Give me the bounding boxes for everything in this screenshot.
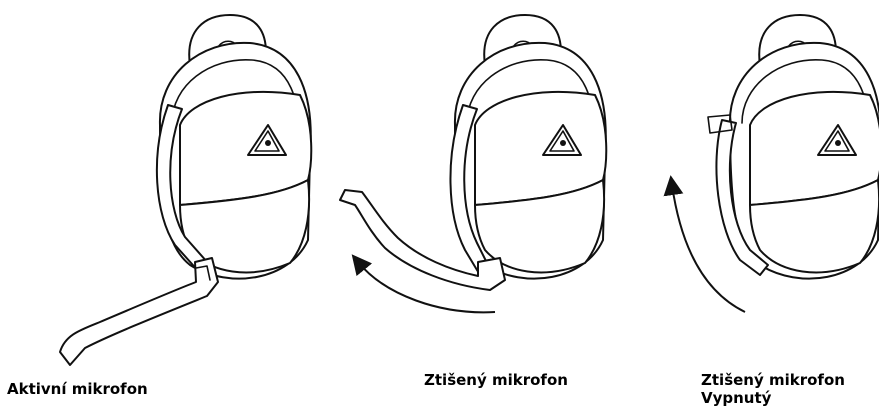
mic-boom-active: [60, 258, 218, 365]
caption-mic-off-line2: Vypnutý: [701, 389, 845, 407]
caption-mic-off: Ztišený mikrofon Vypnutý: [701, 371, 845, 407]
caption-muted-mic: Ztišený mikrofon: [424, 371, 568, 389]
headset-off-drawing: [708, 15, 879, 279]
headset-active-drawing: [157, 15, 311, 279]
caption-mic-off-line1: Ztišený mikrofon: [701, 371, 845, 389]
headset-muted-drawing: [450, 15, 606, 279]
caption-active-mic: Aktivní mikrofon: [7, 380, 148, 398]
